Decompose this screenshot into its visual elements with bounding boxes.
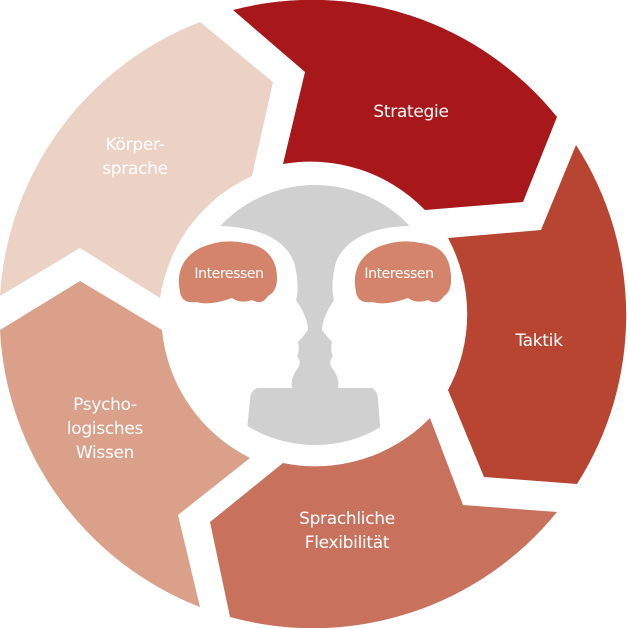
left-brain-label: Interessen bbox=[194, 266, 264, 282]
right-brain-icon bbox=[354, 241, 452, 304]
label-sprachliche-flexibilitaet: Sprachliche Flexibilität bbox=[299, 509, 395, 553]
label-koerpersprache: Körper- sprache bbox=[102, 135, 168, 179]
right-brain-label: Interessen bbox=[364, 266, 434, 282]
segment-psychologisches-wissen bbox=[0, 281, 250, 607]
label-strategie: Strategie bbox=[373, 102, 449, 122]
label-psychologisches-wissen: Psycho- logisches Wissen bbox=[66, 395, 144, 463]
segment-strategie bbox=[233, 0, 557, 210]
segment-sprachliche-flexibilitaet bbox=[210, 418, 557, 628]
left-brain-icon bbox=[178, 241, 277, 304]
label-taktik: Taktik bbox=[515, 331, 563, 351]
face-vase-silhouette bbox=[185, 185, 445, 445]
segment-taktik bbox=[448, 145, 627, 484]
segment-koerpersprache bbox=[0, 22, 273, 298]
